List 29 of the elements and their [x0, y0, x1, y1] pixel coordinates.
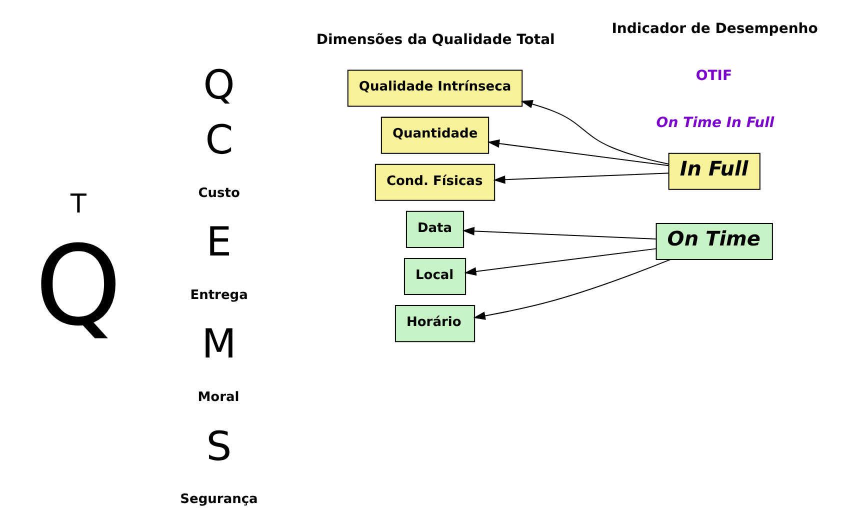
label: Q [202, 62, 234, 108]
label: On Time In Full [656, 115, 774, 132]
node-box: On Time [655, 222, 772, 260]
arrow [492, 172, 669, 184]
label: OTIF [695, 68, 732, 84]
arrow [487, 139, 669, 166]
label: S [206, 424, 232, 470]
label: E [206, 219, 232, 266]
node-box: Horário [394, 305, 475, 342]
arrow [520, 100, 669, 165]
label: Moral [197, 390, 239, 406]
label: Q [34, 222, 122, 350]
node-box: Data [405, 210, 464, 248]
label: Entrega [190, 288, 248, 303]
arrow [462, 226, 656, 240]
label: C [204, 117, 233, 164]
label: M [201, 322, 236, 368]
node-box: Cond. Físicas [374, 164, 495, 201]
label: Dimensões da Qualidade Total [316, 32, 554, 48]
arrow [472, 259, 670, 320]
node-box: Quantidade [380, 116, 489, 154]
node-box: In Full [668, 152, 760, 190]
node-box: Qualidade Intrínseca [346, 70, 522, 107]
label: T [70, 190, 86, 220]
label: Custo [198, 186, 240, 201]
node-box: Local [403, 258, 466, 296]
label: Indicador de Desempenho [611, 20, 818, 37]
arrow [464, 248, 656, 276]
label: Segurança [180, 492, 258, 508]
